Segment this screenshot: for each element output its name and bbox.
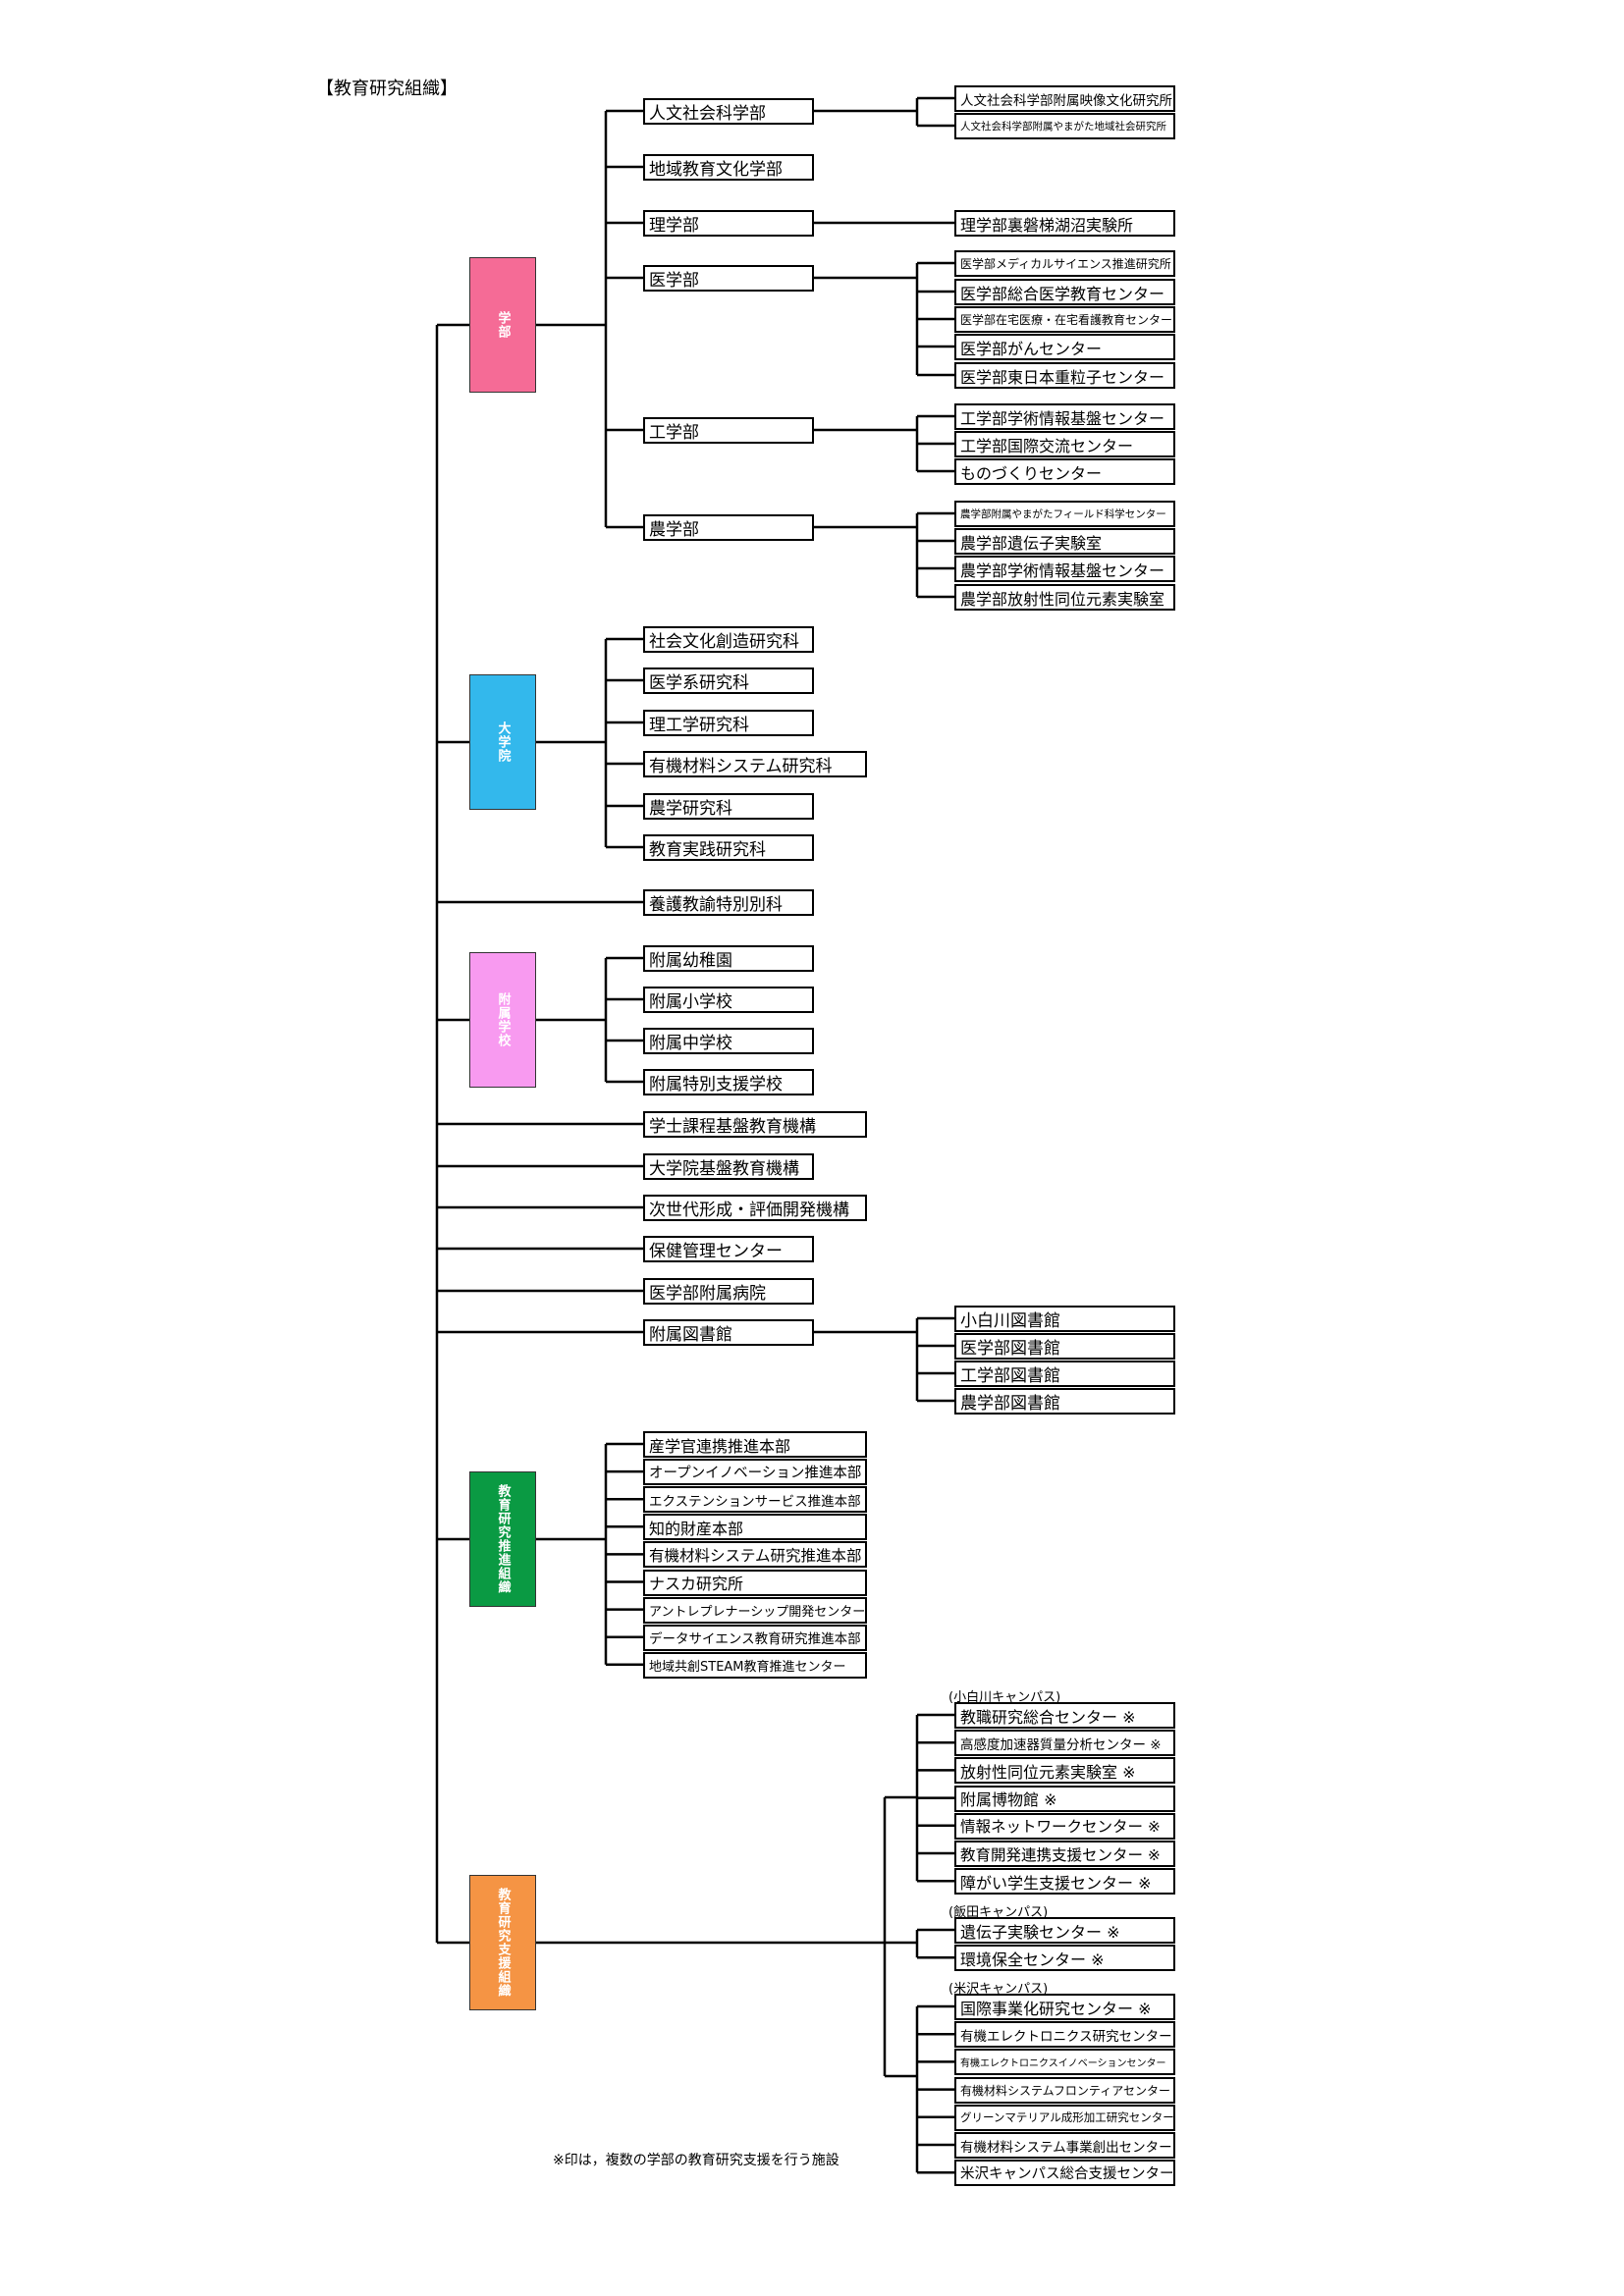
support-facility-box: 国際事業化研究センター ※ [954, 1994, 1175, 2020]
faculty-box: 工学部 [643, 417, 814, 444]
library-box: 附属図書館 [643, 1319, 814, 1346]
support-facility-box: 環境保全センター ※ [954, 1945, 1175, 1972]
category-gakubu: 学部 [469, 257, 536, 393]
support-facility-box: 教職研究総合センター ※ [954, 1702, 1175, 1729]
faculty-facility-box: 工学部学術情報基盤センター [954, 403, 1175, 430]
footnote: ※印は，複数の学部の教育研究支援を行う施設 [553, 2153, 839, 2168]
faculty-facility-box: 農学部附属やまがたフィールド科学センター [954, 501, 1175, 527]
support-facility-box: 高感度加速器質量分析センター ※ [954, 1730, 1175, 1757]
faculty-facility-box: 農学部学術情報基盤センター [954, 556, 1175, 582]
research-promotion-box: 知的財産本部 [643, 1514, 867, 1541]
campus-label: (小白川キャンパス) [948, 1690, 1061, 1705]
organization-box: 学士課程基盤教育機構 [643, 1111, 867, 1138]
category-daigakuin: 大学院 [469, 674, 536, 810]
faculty-box: 理学部 [643, 210, 814, 237]
research-promotion-box: エクステンションサービス推進本部 [643, 1486, 867, 1514]
research-promotion-box: 有機材料システム研究推進本部 [643, 1541, 867, 1569]
campus-label: (米沢キャンパス) [948, 1982, 1049, 1997]
organization-box: 医学部附属病院 [643, 1278, 814, 1305]
category-label: 教育研究支援組織 [495, 1888, 511, 1998]
faculty-facility-box: ものづくりセンター [954, 458, 1175, 485]
graduate-school-box: 教育実践研究科 [643, 834, 814, 861]
page-title: 【教育研究組織】 [316, 79, 458, 99]
support-facility-box: 有機材料システム事業創出センター [954, 2132, 1175, 2159]
research-promotion-box: アントレプレナーシップ開発センター [643, 1596, 867, 1624]
faculty-facility-box: 農学部放射性同位元素実験室 [954, 584, 1175, 611]
graduate-school-box: 理工学研究科 [643, 710, 814, 736]
faculty-box: 農学部 [643, 514, 814, 541]
support-facility-box: 教育開発連携支援センター ※ [954, 1841, 1175, 1867]
faculty-facility-box: 人文社会科学部附属やまがた地域社会研究所 [954, 113, 1175, 139]
faculty-facility-box: 医学部総合医学教育センター [954, 279, 1175, 305]
faculty-box: 地域教育文化学部 [643, 154, 814, 181]
attached-school-box: 附属小学校 [643, 987, 814, 1013]
special-course-box: 養護教諭特別別科 [643, 889, 814, 916]
organization-box: 次世代形成・評価開発機構 [643, 1195, 867, 1221]
category-label: 学部 [495, 311, 511, 339]
support-facility-box: 有機エレクトロニクス研究センター [954, 2021, 1175, 2049]
faculty-facility-box: 医学部メディカルサイエンス推進研究所 [954, 250, 1175, 277]
attached-school-box: 附属特別支援学校 [643, 1069, 814, 1095]
faculty-facility-box: 農学部遺伝子実験室 [954, 528, 1175, 555]
support-facility-box: グリーンマテリアル成形加工研究センター [954, 2104, 1175, 2131]
graduate-school-box: 社会文化創造研究科 [643, 626, 814, 653]
library-branch-box: 小白川図書館 [954, 1306, 1175, 1332]
graduate-school-box: 有機材料システム研究科 [643, 751, 867, 777]
library-branch-box: 医学部図書館 [954, 1333, 1175, 1360]
faculty-facility-box: 医学部がんセンター [954, 334, 1175, 360]
research-promotion-box: オープンイノベーション推進本部 [643, 1459, 867, 1486]
research-promotion-box: データサイエンス教育研究推進本部 [643, 1624, 867, 1651]
category-shien: 教育研究支援組織 [469, 1875, 536, 2010]
attached-school-box: 附属幼稚園 [643, 945, 814, 972]
category-suishin: 教育研究推進組織 [469, 1471, 536, 1607]
faculty-facility-box: 理学部裏磐梯湖沼実験所 [954, 210, 1175, 237]
category-label: 附属学校 [495, 992, 511, 1047]
support-facility-box: 米沢キャンパス総合支援センター [954, 2160, 1175, 2187]
attached-school-box: 附属中学校 [643, 1028, 814, 1054]
faculty-box: 人文社会科学部 [643, 98, 814, 125]
research-promotion-box: 地域共創STEAM教育推進センター [643, 1651, 867, 1679]
category-fuzoku: 附属学校 [469, 952, 536, 1088]
category-label: 教育研究推進組織 [495, 1484, 511, 1594]
graduate-school-box: 医学系研究科 [643, 667, 814, 694]
campus-label: (飯田キャンパス) [948, 1905, 1049, 1920]
support-facility-box: 有機エレクトロニクスイノベーションセンター [954, 2049, 1175, 2076]
support-facility-box: 障がい学生支援センター ※ [954, 1868, 1175, 1896]
faculty-facility-box: 工学部国際交流センター [954, 431, 1175, 457]
support-facility-box: 附属博物館 ※ [954, 1785, 1175, 1812]
faculty-facility-box: 医学部在宅医療・在宅看護教育センター [954, 306, 1175, 333]
support-facility-box: 有機材料システムフロンティアセンター [954, 2076, 1175, 2104]
support-facility-box: 放射性同位元素実験室 ※ [954, 1757, 1175, 1785]
support-facility-box: 遺伝子実験センター ※ [954, 1917, 1175, 1944]
research-promotion-box: 産学官連携推進本部 [643, 1431, 867, 1458]
support-facility-box: 情報ネットワークセンター ※ [954, 1812, 1175, 1840]
organization-box: 保健管理センター [643, 1236, 814, 1262]
organization-box: 大学院基盤教育機構 [643, 1153, 814, 1180]
category-label: 大学院 [495, 721, 511, 763]
research-promotion-box: ナスカ研究所 [643, 1569, 867, 1596]
faculty-box: 医学部 [643, 265, 814, 292]
faculty-facility-box: 医学部東日本重粒子センター [954, 362, 1175, 389]
faculty-facility-box: 人文社会科学部附属映像文化研究所 [954, 85, 1175, 112]
library-branch-box: 工学部図書館 [954, 1361, 1175, 1387]
graduate-school-box: 農学研究科 [643, 793, 814, 820]
library-branch-box: 農学部図書館 [954, 1388, 1175, 1415]
